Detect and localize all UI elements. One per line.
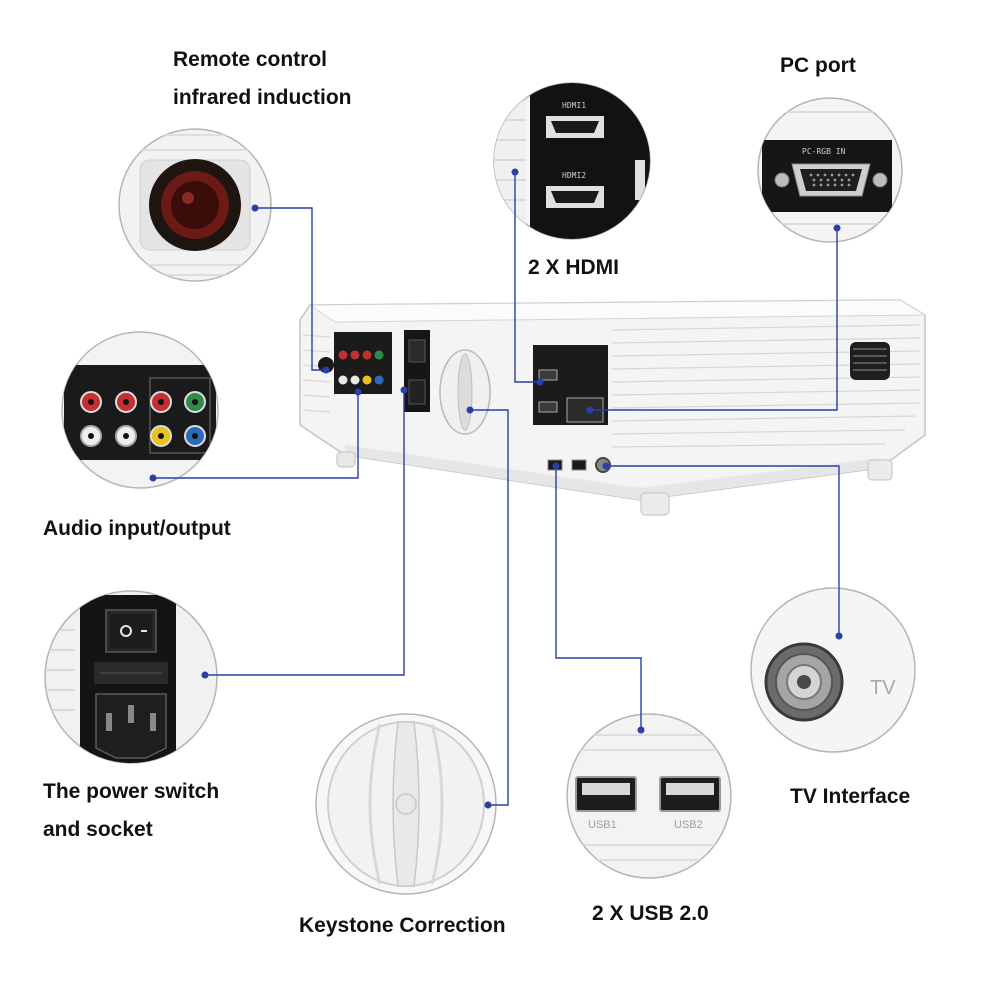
leader-keystone [470, 409, 509, 806]
callout-audio [61, 331, 219, 489]
label-tv: TV Interface [790, 785, 911, 808]
label-keystone: Keystone Correction [299, 914, 506, 937]
label-audio: Audio input/output [43, 517, 231, 540]
label-remote-line2: infrared induction [173, 86, 352, 109]
callout-pc-port: PC-RGB IN [757, 97, 903, 243]
leader-power [205, 390, 405, 676]
label-remote-control: Remote control infrared induction [173, 41, 352, 117]
power-socket-icon [95, 693, 167, 759]
label-remote-line1: Remote control [173, 48, 328, 71]
hdmi2-caption: HDMI2 [562, 171, 586, 180]
label-hdmi: 2 X HDMI [528, 256, 620, 279]
pc-rgb-caption: PC-RGB IN [802, 147, 846, 156]
coax-jack-icon [764, 642, 844, 722]
leader-tv [606, 465, 840, 636]
usb1-caption: USB1 [588, 819, 617, 831]
leader-audio [153, 392, 359, 479]
label-usb: 2 X USB 2.0 [592, 902, 709, 925]
ir-sensor [318, 357, 334, 373]
leader-usb [555, 466, 642, 730]
hdmi1-caption: HDMI1 [562, 101, 586, 110]
power-panel [404, 330, 430, 412]
speaker-grille [850, 342, 890, 380]
leader-lines [153, 172, 840, 806]
io-panel [533, 345, 608, 425]
front-foot [640, 492, 670, 516]
keystone-knob-icon [327, 721, 485, 887]
label-power: The power switch and socket [43, 773, 219, 849]
usb2-caption: USB2 [674, 819, 703, 831]
leader-pc [590, 228, 838, 411]
callout-remote-ir [118, 128, 272, 282]
tv-caption: TV [870, 677, 896, 699]
label-pc-port: PC port [780, 54, 856, 77]
keystone-knob [439, 349, 491, 435]
leader-endpoints [149, 168, 843, 809]
callout-tv: TV [750, 587, 916, 753]
rca-jacks-icon [80, 391, 206, 447]
leader-remote [255, 207, 326, 371]
projector-body [299, 299, 927, 516]
callout-usb: USB1 USB2 [566, 713, 732, 879]
leader-hdmi [514, 172, 540, 383]
callout-hdmi: HDMI1 HDMI2 [493, 82, 651, 240]
label-power-line2: and socket [43, 818, 153, 841]
av-jack-panel [334, 332, 392, 394]
callout-power [44, 590, 218, 764]
callout-keystone [315, 713, 497, 895]
label-power-line1: The power switch [43, 780, 220, 803]
